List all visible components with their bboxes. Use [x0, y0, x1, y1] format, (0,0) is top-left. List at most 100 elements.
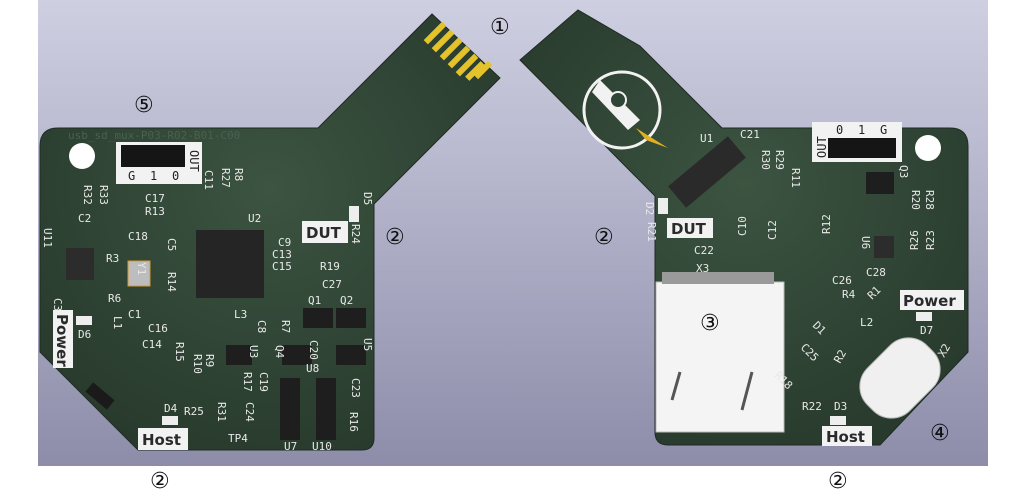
refdes-left-c24: C24 — [243, 402, 256, 422]
callout-3: ③ — [700, 311, 720, 336]
refdes-right-r28: R28 — [923, 190, 936, 210]
refdes-left-r16: R16 — [347, 412, 360, 432]
refdes-right-r2: R2 — [831, 348, 849, 366]
refdes-left-d6: D6 — [78, 328, 91, 341]
refdes-left-u10: U10 — [312, 440, 332, 453]
u11-chip — [66, 248, 94, 280]
usb-c-connector[interactable] — [849, 327, 951, 429]
refdes-right-r22: R22 — [802, 400, 822, 413]
led-d2 — [658, 198, 668, 214]
refdes-left-l1: L1 — [111, 316, 124, 329]
refdes-right-c10: C10 — [736, 216, 749, 236]
refdes-left-r32: R32 — [81, 185, 94, 205]
refdes-left-r27: R27 — [219, 168, 232, 188]
u3 — [226, 345, 252, 365]
refdes-right-x3: X3 — [696, 262, 709, 275]
refdes-right-r20: R20 — [909, 190, 922, 210]
callout-2-dut-left: ② — [385, 225, 405, 250]
mounting-hole — [915, 135, 941, 161]
header-left-out: OUT — [187, 150, 201, 172]
refdes-right-r21: R21 — [645, 222, 658, 242]
header-left-pins[interactable] — [121, 145, 185, 167]
y1-crystal — [127, 260, 151, 287]
refdes-right-r11: R11 — [789, 168, 802, 188]
refdes-left-u5: U5 — [361, 338, 374, 351]
refdes-left-c15: C15 — [272, 260, 292, 273]
q2 — [336, 308, 366, 328]
header-right-pins[interactable] — [828, 138, 896, 158]
refdes-right-x2: X2 — [935, 342, 953, 360]
refdes-left-tp4: TP4 — [228, 432, 248, 445]
refdes-left-c19: C19 — [257, 372, 270, 392]
dut-label-left: DUT — [306, 224, 342, 242]
q3 — [866, 172, 894, 194]
refdes-left-q1: Q1 — [308, 294, 321, 307]
refdes-left-c3: C3 — [51, 298, 64, 311]
u7 — [280, 378, 300, 440]
header-right-pin-g: G — [880, 123, 887, 137]
refdes-right-d7: D7 — [920, 324, 933, 337]
refdes-right-r26: R26 — [908, 230, 921, 250]
refdes-left-c16: C16 — [148, 322, 168, 335]
host-label-right: Host — [826, 428, 865, 446]
refdes-right-d3: D3 — [834, 400, 847, 413]
refdes-right-c28: C28 — [866, 266, 886, 279]
refdes-right-r4: R4 — [842, 288, 856, 301]
power-label-right: Power — [903, 292, 956, 310]
refdes-right-c22: C22 — [694, 244, 714, 257]
u10 — [316, 378, 336, 440]
refdes-left-u3: U3 — [247, 345, 260, 358]
refdes-left-r9: R9 — [203, 354, 216, 367]
refdes-left-r25: R25 — [184, 405, 204, 418]
refdes-left-r13: R13 — [145, 205, 165, 218]
led-d5 — [349, 206, 359, 222]
refdes-left-c20: C20 — [307, 340, 320, 360]
refdes-left-y1: Y1 — [135, 262, 148, 275]
header-right-pin-0: 0 — [836, 123, 843, 137]
led-d6 — [76, 316, 92, 325]
refdes-left-c1: C1 — [128, 308, 141, 321]
refdes-left-c11: C11 — [202, 170, 215, 190]
refdes-right-r30: R30 — [759, 150, 772, 170]
callout-2-host-right: ② — [828, 469, 848, 494]
refdes-left-c18: C18 — [128, 230, 148, 243]
callout-1: ① — [490, 15, 510, 40]
u6 — [874, 236, 894, 258]
header-right-pin-1: 1 — [858, 123, 865, 137]
callout-2-host-left: ② — [150, 469, 170, 494]
power-label-left: Power — [53, 314, 71, 367]
mounting-hole — [69, 143, 95, 169]
refdes-left-u8: U8 — [306, 362, 319, 375]
refdes-left-u7: U7 — [284, 440, 297, 453]
refdes-left-c5: C5 — [165, 238, 178, 251]
refdes-left-r14: R14 — [165, 272, 178, 292]
refdes-right-r12: R12 — [820, 214, 833, 234]
refdes-left-c2: C2 — [78, 212, 91, 225]
refdes-left-d4: D4 — [164, 402, 178, 415]
refdes-left-q4: Q4 — [273, 345, 286, 359]
header-left-pin-1: 1 — [150, 169, 157, 183]
refdes-right-d2: D2 — [643, 202, 656, 215]
refdes-right-c12: C12 — [766, 220, 779, 240]
refdes-left-r33: R33 — [97, 185, 110, 205]
refdes-right-r29: R29 — [773, 150, 786, 170]
refdes-left-c13: C13 — [272, 248, 292, 261]
refdes-left-c23: C23 — [349, 378, 362, 398]
header-left-pin-g: G — [128, 169, 135, 183]
refdes-left-r7: R7 — [279, 320, 292, 333]
q4 — [282, 345, 312, 365]
callout-2-dut-right: ② — [594, 225, 614, 250]
rocket-logo — [582, 70, 668, 150]
refdes-right-c21: C21 — [740, 128, 760, 141]
refdes-left-r15: R15 — [173, 342, 186, 362]
refdes-left-r3: R3 — [106, 252, 119, 265]
refdes-left-r31: R31 — [215, 402, 228, 422]
left-board: usb_sd_mux-P03-R02-B01-C00 G 1 0 OUT DUT… — [39, 13, 501, 451]
q1 — [303, 308, 333, 328]
refdes-right-r23: R23 — [924, 230, 937, 250]
refdes-left-r8: R8 — [232, 168, 245, 181]
refdes-left-c17: C17 — [145, 192, 165, 205]
micro-sd-slot[interactable] — [655, 272, 785, 433]
